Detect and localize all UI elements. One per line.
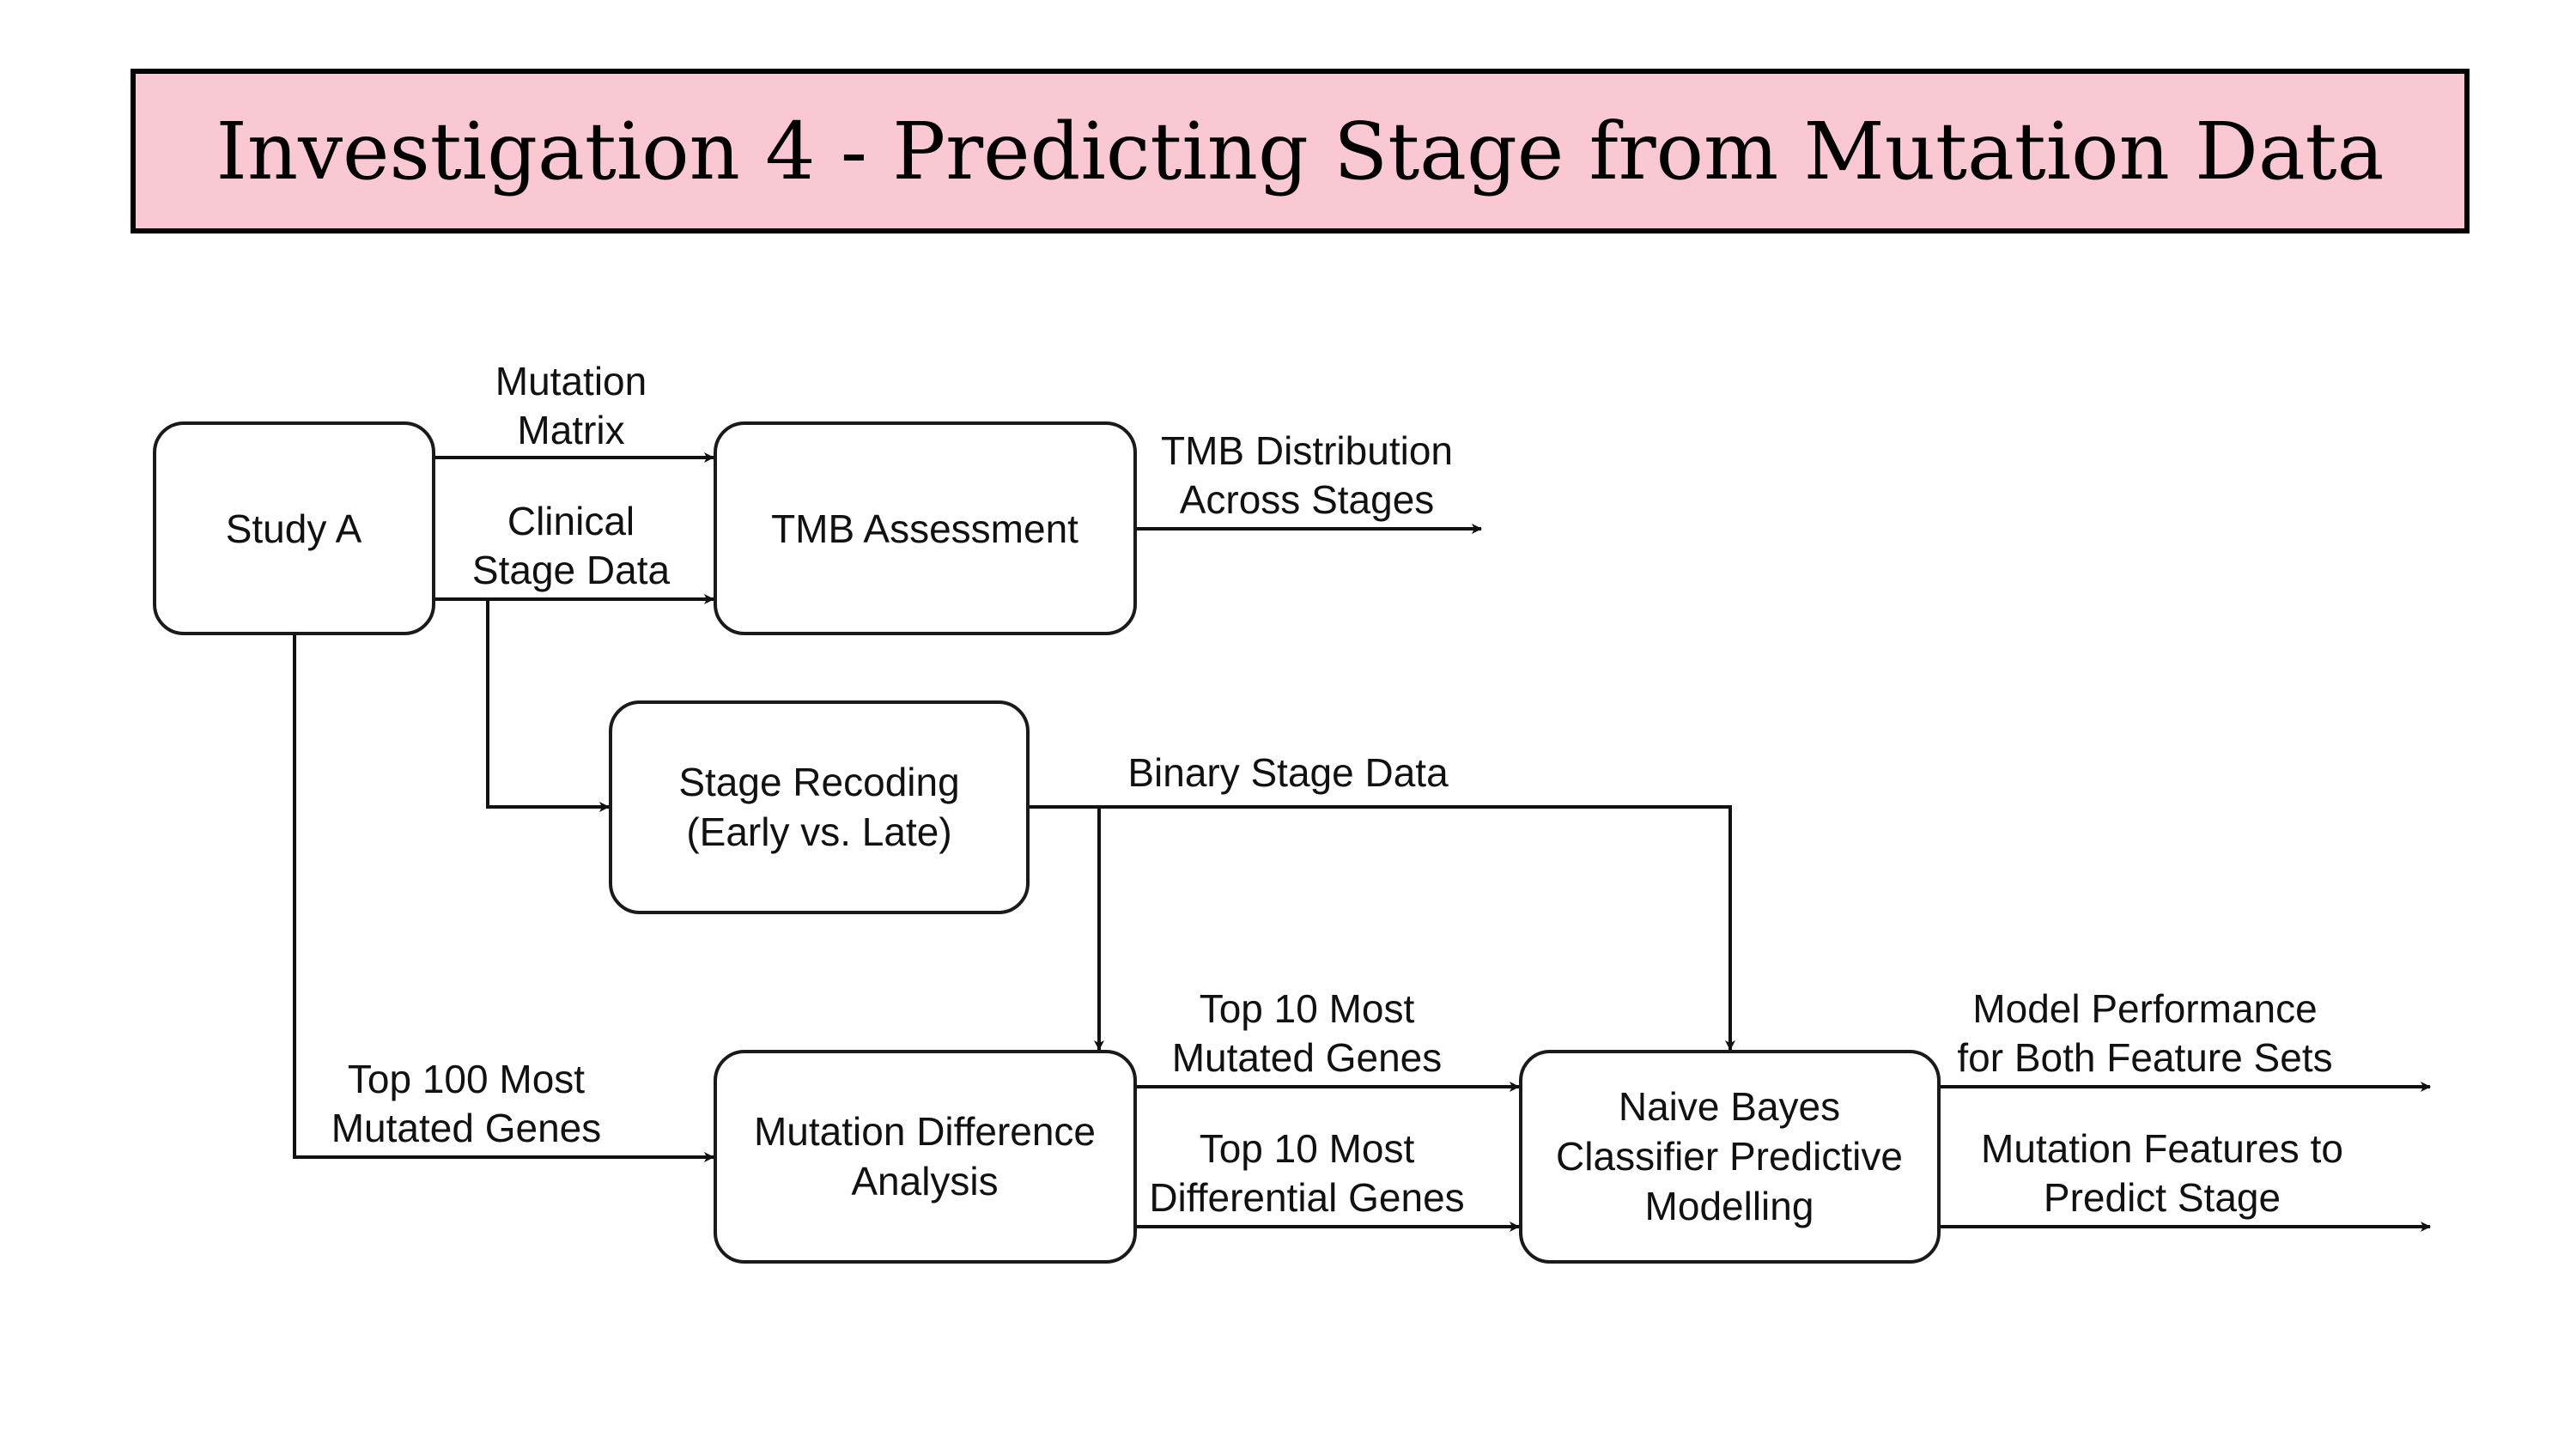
label-tmb-distribution: TMB Distribution Across Stages	[1161, 428, 1453, 522]
node-mutation-difference-line1: Mutation Difference	[754, 1109, 1096, 1154]
node-naive-bayes-line2: Classifier Predictive	[1556, 1134, 1903, 1179]
arrow-to-stage-recoding	[486, 599, 610, 812]
node-study-a: Study A	[153, 421, 435, 635]
label-mutation-features-line2: Predict Stage	[2044, 1175, 2281, 1220]
label-model-performance-line2: for Both Feature Sets	[1957, 1035, 2332, 1080]
label-mutation-matrix: Mutation Matrix	[495, 359, 647, 452]
label-model-performance-line1: Model Performance	[1972, 986, 2317, 1031]
arrow-top100	[293, 635, 714, 1162]
label-mutation-matrix-line1: Mutation	[495, 359, 647, 403]
node-stage-recoding: Stage Recoding (Early vs. Late)	[609, 700, 1030, 914]
label-binary-stage-data-line1: Binary Stage Data	[1127, 750, 1449, 795]
label-tmb-distribution-line2: Across Stages	[1180, 477, 1435, 522]
node-tmb-assessment-label: TMB Assessment	[771, 506, 1078, 551]
node-stage-recoding-line2: (Early vs. Late)	[686, 809, 951, 854]
label-tmb-distribution-line1: TMB Distribution	[1161, 428, 1453, 473]
label-top10-mutated-line2: Mutated Genes	[1172, 1035, 1443, 1080]
label-clinical-stage-data-line1: Clinical	[507, 499, 635, 543]
node-mutation-difference-line2: Analysis	[851, 1159, 998, 1203]
label-mutation-features: Mutation Features to Predict Stage	[1981, 1126, 2343, 1220]
title-banner: Investigation 4 - Predicting Stage from …	[131, 69, 2470, 233]
label-clinical-stage-data-line2: Stage Data	[472, 548, 671, 592]
label-top10-mutated-line1: Top 10 Most	[1200, 986, 1415, 1031]
label-clinical-stage-data: Clinical Stage Data	[472, 499, 671, 592]
node-tmb-assessment: TMB Assessment	[714, 421, 1137, 635]
label-mutation-features-line1: Mutation Features to	[1981, 1126, 2343, 1171]
label-top10-differential-line2: Differential Genes	[1149, 1175, 1464, 1220]
label-model-performance: Model Performance for Both Feature Sets	[1957, 986, 2332, 1080]
node-naive-bayes: Naive Bayes Classifier Predictive Modell…	[1519, 1050, 1941, 1264]
label-top100-line2: Mutated Genes	[331, 1106, 602, 1150]
label-top10-differential-line1: Top 10 Most	[1200, 1126, 1415, 1171]
node-stage-recoding-line1: Stage Recoding	[678, 760, 959, 804]
arrow-binary-stage-to-naive-bayes	[1028, 805, 1735, 1051]
label-top10-differential: Top 10 Most Differential Genes	[1149, 1126, 1464, 1220]
label-top100: Top 100 Most Mutated Genes	[331, 1057, 602, 1150]
label-mutation-matrix-line2: Matrix	[517, 408, 624, 452]
node-naive-bayes-line1: Naive Bayes	[1619, 1084, 1840, 1129]
node-study-a-label: Study A	[226, 506, 362, 551]
node-mutation-difference: Mutation Difference Analysis	[714, 1050, 1137, 1264]
label-top10-mutated: Top 10 Most Mutated Genes	[1172, 986, 1443, 1080]
label-binary-stage-data: Binary Stage Data	[1127, 750, 1449, 795]
page-title: Investigation 4 - Predicting Stage from …	[216, 105, 2385, 197]
node-naive-bayes-line3: Modelling	[1645, 1184, 1814, 1228]
label-top100-line1: Top 100 Most	[348, 1057, 585, 1101]
